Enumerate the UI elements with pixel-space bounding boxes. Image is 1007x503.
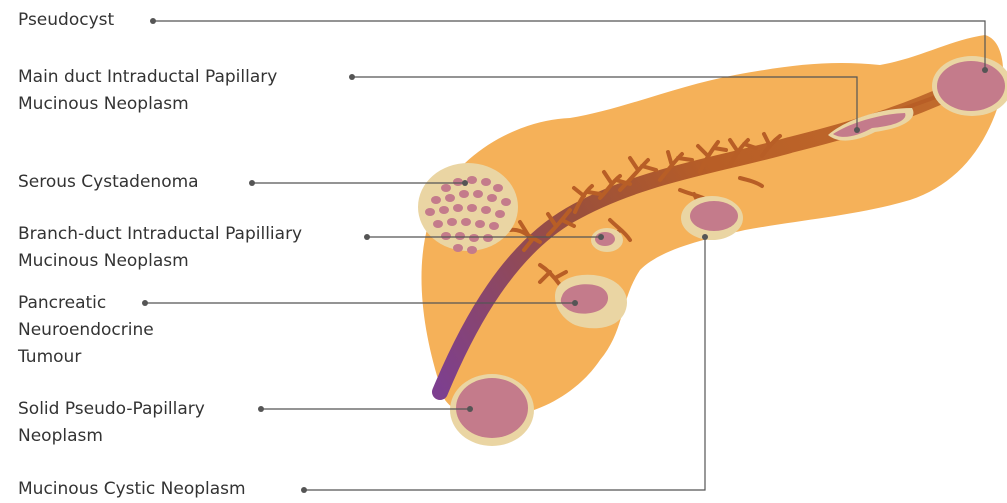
mucinous-cystic-neoplasm-lesion bbox=[681, 196, 743, 240]
label-sppn: Solid Pseudo-Papillary Neoplasm bbox=[18, 396, 205, 450]
label-main-duct-ipmn-line2: Mucinous Neoplasm bbox=[18, 91, 277, 118]
label-pnet-line1: Pancreatic bbox=[18, 290, 154, 317]
label-serous-cystadenoma-text: Serous Cystadenoma bbox=[18, 172, 199, 192]
label-mcn: Mucinous Cystic Neoplasm bbox=[18, 476, 246, 503]
label-pnet-line2: Neuroendocrine bbox=[18, 317, 154, 344]
label-sppn-line1: Solid Pseudo-Papillary bbox=[18, 396, 205, 423]
label-mcn-text: Mucinous Cystic Neoplasm bbox=[18, 479, 246, 499]
leader-pseudocyst bbox=[153, 21, 985, 70]
label-sppn-line2: Neoplasm bbox=[18, 423, 205, 450]
label-main-duct-ipmn-line1: Main duct Intraductal Papillary bbox=[18, 64, 277, 91]
label-pnet-line3: Tumour bbox=[18, 344, 154, 371]
label-branch-duct-ipmn-line2: Mucinous Neoplasm bbox=[18, 248, 302, 275]
label-pseudocyst: Pseudocyst bbox=[18, 7, 114, 34]
sppn-lesion bbox=[450, 374, 534, 446]
branch-duct-ipmn-lesion bbox=[591, 228, 623, 252]
label-branch-duct-ipmn-line1: Branch-duct Intraductal Papilliary bbox=[18, 221, 302, 248]
label-serous-cystadenoma: Serous Cystadenoma bbox=[18, 169, 199, 196]
label-pseudocyst-text: Pseudocyst bbox=[18, 10, 114, 30]
label-branch-duct-ipmn: Branch-duct Intraductal Papilliary Mucin… bbox=[18, 221, 302, 275]
label-pnet: Pancreatic Neuroendocrine Tumour bbox=[18, 290, 154, 371]
label-main-duct-ipmn: Main duct Intraductal Papillary Mucinous… bbox=[18, 64, 277, 118]
